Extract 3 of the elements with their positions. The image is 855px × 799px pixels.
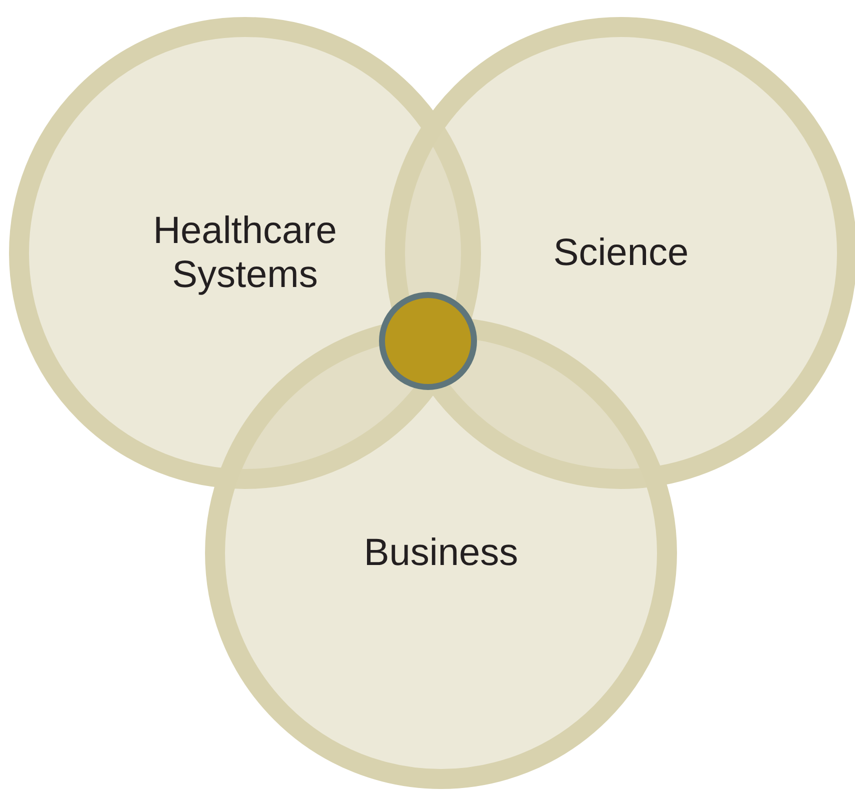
circle-label: Healthcare Systems [152,209,338,297]
circle-label: Science [553,231,689,275]
circle-label: Business [364,531,518,575]
